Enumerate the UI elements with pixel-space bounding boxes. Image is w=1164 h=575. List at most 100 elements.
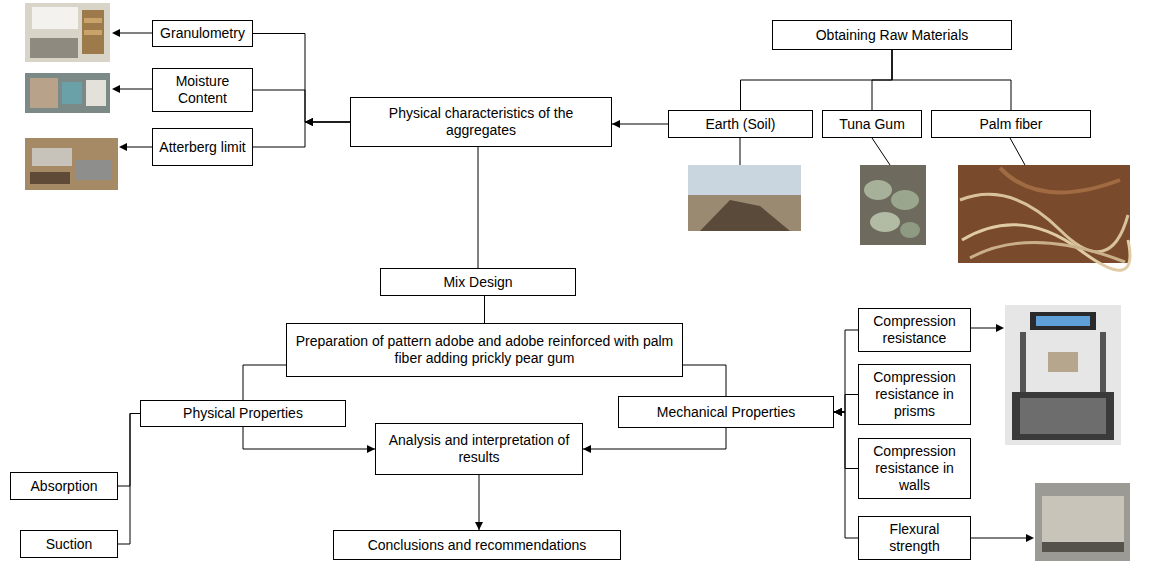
arrowhead [612,120,620,128]
process-box: Atterberg limit [152,128,253,166]
arrowhead [583,445,591,453]
arrowhead [834,408,842,416]
connector-line [683,365,726,396]
connector-line [583,428,726,449]
connector-line [253,122,350,147]
connector [872,50,892,110]
process-box: Absorption [10,472,118,500]
connector [583,428,726,453]
connector [484,296,485,323]
process-box: Conclusions and recommendations [333,530,621,560]
process-box: Flexural strength [858,516,971,560]
process-box: Compression resistance [858,308,971,352]
connector [243,365,286,400]
arrowhead [305,118,313,126]
specimen-photo [1035,483,1130,561]
connector-line [872,50,892,110]
box-label: Tuna Gum [839,116,905,133]
connector [741,50,893,110]
arrowhead [305,118,313,126]
process-box: Granulometry [152,20,253,47]
connector [243,427,375,453]
process-box: Tuna Gum [822,110,922,138]
box-label: Compression resistance in prisms [865,369,964,420]
leader-lines [118,33,1028,538]
tuna-gum-photo [860,165,926,245]
process-box: Mechanical Properties [618,396,834,428]
connector-line [834,412,858,538]
box-label: Preparation of pattern adobe and adobe r… [293,333,676,367]
process-box: Physical Properties [140,400,346,427]
connector [683,365,726,396]
granulometry-photo [25,3,110,62]
box-label: Mix Design [443,274,512,291]
connector-line [834,395,858,413]
process-box: Moisture Content [152,68,253,112]
box-label: Palm fiber [979,116,1042,133]
connector-line [253,90,350,122]
connector-line [484,296,485,323]
arrowhead [834,408,842,416]
box-label: Flexural strength [865,521,964,555]
soil-photo [688,165,801,231]
arrowhead [305,118,313,126]
box-label: Atterberg limit [159,139,245,156]
leader-arrowheads [112,29,1034,542]
connector [118,414,140,487]
connector [834,408,858,469]
connector-line [834,330,858,412]
connector [118,414,140,545]
box-label: Conclusions and recommendations [368,537,587,554]
connector-line [118,414,140,487]
box-label: Suction [46,536,93,553]
process-box: Compression resistance in prisms [858,364,971,425]
connector-line [892,50,1011,110]
process-box: Physical characteristics of the aggregat… [350,97,612,147]
box-label: Mechanical Properties [657,404,796,421]
arrowhead [475,522,483,530]
box-label: Moisture Content [159,73,246,107]
arrowhead [367,445,375,453]
connector [478,147,479,268]
press-machine-photo [1005,305,1121,445]
connector [253,34,350,127]
box-label: Granulometry [160,25,245,42]
connector [834,408,858,538]
connector [612,120,668,128]
box-label: Physical characteristics of the aggregat… [357,105,605,139]
connector-line [479,475,480,530]
connector [253,90,350,126]
arrowhead [834,408,842,416]
atterberg-photo [25,138,118,190]
process-box: Palm fiber [931,110,1091,138]
box-label: Physical Properties [183,405,303,422]
process-box: Mix Design [380,268,576,296]
connector-line [741,50,893,110]
moisture-photo [25,73,110,113]
box-label: Compression resistance in walls [865,443,964,494]
connector-line [243,427,375,449]
process-box: Analysis and interpretation of results [375,423,583,475]
connector-line [118,414,140,545]
connector [892,50,1011,110]
process-box: Earth (Soil) [668,110,813,138]
connector [253,118,350,147]
arrowhead [834,408,842,416]
process-box: Obtaining Raw Materials [772,20,1012,50]
connector-line [612,124,668,125]
connector-line [253,34,350,123]
box-label: Absorption [31,478,98,495]
box-label: Obtaining Raw Materials [816,27,969,44]
process-box: Suction [20,530,118,558]
palm-fiber-photo [958,165,1130,270]
box-label: Earth (Soil) [705,116,775,133]
connector [834,330,858,416]
process-box: Compression resistance in walls [858,438,971,499]
connector [475,475,483,530]
box-label: Analysis and interpretation of results [382,432,576,466]
connector-line [834,412,858,469]
connector-line [478,147,479,268]
process-box: Preparation of pattern adobe and adobe r… [286,323,683,377]
box-label: Compression resistance [865,313,964,347]
